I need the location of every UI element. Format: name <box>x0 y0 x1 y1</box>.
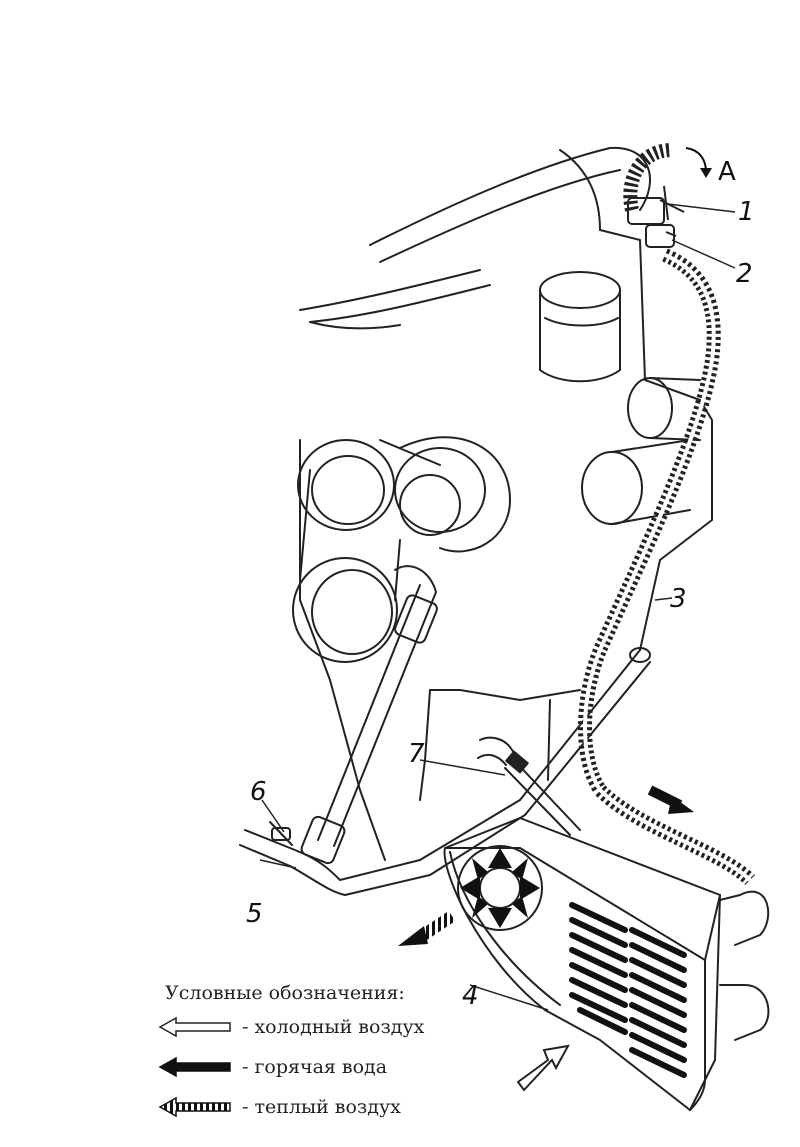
legend-item-cold-air: - холодный воздух <box>158 1014 424 1040</box>
lower-water-pipe <box>300 565 438 865</box>
warm-air-flow-arrow <box>398 911 456 946</box>
heater-fan-grille <box>457 845 543 931</box>
legend-item-warm-air: - теплый воздух <box>158 1094 401 1120</box>
callout-6: 6 <box>250 777 267 807</box>
legend-text-hot-water: - горячая вода <box>242 1056 388 1078</box>
heater-louvres <box>569 902 687 1078</box>
legend-title: Условные обозначения: <box>165 982 405 1004</box>
pulleys-and-belt <box>292 436 511 663</box>
callout-4: 4 <box>462 981 479 1011</box>
outline-arrow-icon <box>158 1016 231 1038</box>
leader-lines <box>259 203 736 1011</box>
flow-direction-a-arrowhead <box>700 168 712 178</box>
legend-text-warm-air: - теплый воздух <box>242 1096 401 1118</box>
legend-text-cold-air: - холодный воздух <box>242 1016 425 1038</box>
striped-arrow-icon <box>158 1096 231 1118</box>
callout-a: А <box>718 157 736 187</box>
top-corrugated-hose <box>623 143 673 212</box>
cold-air-flow-arrow <box>516 1044 570 1092</box>
legend-item-hot-water: - горячая вода <box>158 1054 387 1080</box>
corrugated-hose-3 <box>578 248 755 886</box>
callout-7: 7 <box>408 739 425 769</box>
callout-1: 1 <box>738 197 755 227</box>
corrugated-hose-3-core <box>583 253 752 882</box>
callout-2: 2 <box>736 259 753 289</box>
hot-water-flow-arrow <box>647 785 694 814</box>
hose-7 <box>477 736 581 836</box>
valve-2 <box>645 224 677 248</box>
heater-unit-4 <box>443 817 721 1111</box>
heater-return-pipe <box>719 890 770 1041</box>
valve-1 <box>627 185 685 225</box>
oil-filter <box>539 271 621 383</box>
solid-arrow-icon <box>158 1056 231 1078</box>
callout-3: 3 <box>670 584 687 614</box>
engine-intake-pipes <box>299 146 651 330</box>
callout-5: 5 <box>246 899 263 929</box>
side-cylinders <box>581 377 701 525</box>
